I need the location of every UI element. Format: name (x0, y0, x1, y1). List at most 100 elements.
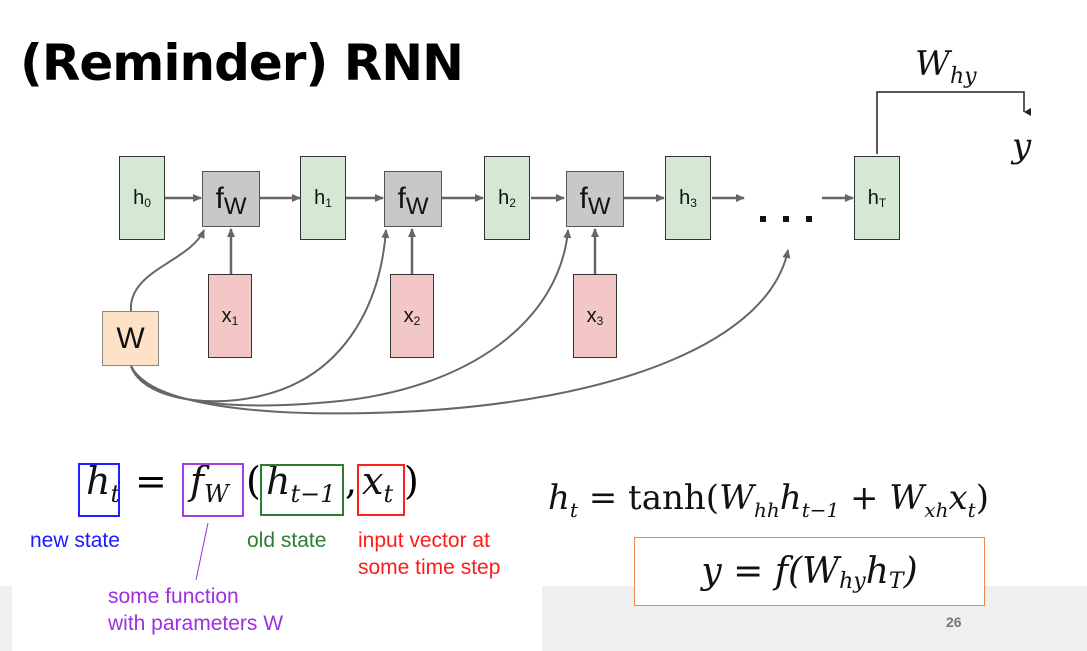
annotation-input: input vector at some time step (358, 527, 500, 582)
eq-subscript: t−1 (801, 498, 840, 522)
node-label: f (579, 182, 588, 215)
eq-subscript: hh (754, 498, 780, 522)
eq-base: h (779, 478, 802, 518)
node-label: h (314, 186, 326, 209)
eq-op: ) (975, 478, 989, 518)
output-connector (876, 91, 1031, 154)
annotation-new-state: new state (30, 529, 120, 552)
output-weight-label: Why (915, 44, 977, 89)
node-subscript: 1 (231, 314, 239, 329)
slide-title: (Reminder) RNN (20, 34, 464, 92)
curve-w-f2 (130, 229, 390, 403)
eq-base: h (266, 459, 291, 503)
node-subscript: 0 (144, 196, 151, 211)
eq-base: W (889, 478, 925, 518)
label-base: W (915, 44, 950, 84)
node-subscript: 2 (413, 314, 421, 329)
eq-ht: ht (86, 459, 120, 506)
curve-w-next (130, 249, 791, 415)
eq-subscript: t (110, 480, 121, 508)
eq-base: W (802, 551, 840, 592)
eq-subscript: xh (924, 498, 949, 522)
eq-base: x (948, 478, 968, 518)
new-state-box (78, 463, 120, 517)
weight-node-w: W (102, 311, 159, 366)
node-label: x (221, 304, 232, 327)
node-label: f (397, 182, 406, 215)
node-label: h (867, 186, 879, 209)
eq-subscript: t−1 (290, 480, 336, 508)
eq-base: h (865, 551, 889, 592)
eq-open-paren: ( (246, 459, 261, 503)
eq-h-prev: ht−1 (266, 459, 336, 506)
eq-xt: xt (362, 459, 393, 506)
ellipsis-dot (806, 216, 812, 222)
label-subscript: hy (949, 64, 977, 89)
old-state-box (260, 464, 344, 516)
function-box (182, 463, 244, 517)
node-label: h (498, 186, 510, 209)
annotation-line: some time step (358, 556, 501, 580)
function-pointer-line (195, 522, 209, 581)
node-subscript: 1 (325, 196, 332, 211)
annotation-old-state: old state (247, 529, 327, 552)
eq-op: ) (903, 551, 918, 592)
eq-subscript: T (888, 569, 904, 594)
footer-band-left (0, 586, 12, 651)
node-subscript: 2 (509, 196, 516, 211)
curve-w-f3 (130, 229, 572, 407)
output-y-label: y (1012, 126, 1032, 166)
eq-base: h (86, 459, 111, 503)
node-subscript: W (223, 193, 247, 221)
eq-op: = tanh( (588, 478, 720, 518)
eq-fw: fW (190, 459, 229, 506)
node-subscript: W (405, 193, 429, 221)
eq-close-paren: ) (404, 459, 419, 503)
eq-base: W (719, 478, 755, 518)
node-subscript: T (878, 196, 887, 211)
node-label: x (403, 304, 414, 327)
eq-base: x (362, 459, 384, 503)
eq-subscript: t (967, 498, 976, 522)
ellipsis-dot (760, 216, 766, 222)
equation-tanh: ht = tanh(Whhht−1 + Wxhxt) (548, 478, 989, 522)
node-label: h (133, 186, 145, 209)
eq-comma: , (345, 459, 358, 503)
eq-subscript: t (383, 480, 394, 508)
node-label: x (586, 304, 597, 327)
eq-subscript: W (204, 480, 229, 508)
curve-w-f1 (129, 229, 205, 312)
annotation-line: input vector at (358, 529, 490, 552)
eq-base: f (190, 459, 205, 503)
annotation-line: some function (108, 585, 239, 608)
input-box (357, 464, 405, 516)
eq-base: y (701, 551, 722, 592)
node-subscript: 3 (596, 314, 604, 329)
eq-op: + (850, 478, 879, 518)
node-label: f (215, 182, 224, 215)
eq-subscript: t (569, 498, 578, 522)
eq-base: h (548, 478, 570, 518)
eq-equals: = (135, 459, 167, 503)
eq-subscript: hy (839, 569, 866, 594)
eq-op: = f( (733, 551, 803, 592)
annotation-function: some function with parameters W (108, 583, 283, 638)
ellipsis-dot (783, 216, 789, 222)
annotation-line: with parameters W (108, 612, 284, 636)
node-subscript: W (587, 193, 611, 221)
node-label: h (679, 186, 691, 209)
page-number: 26 (946, 614, 962, 630)
